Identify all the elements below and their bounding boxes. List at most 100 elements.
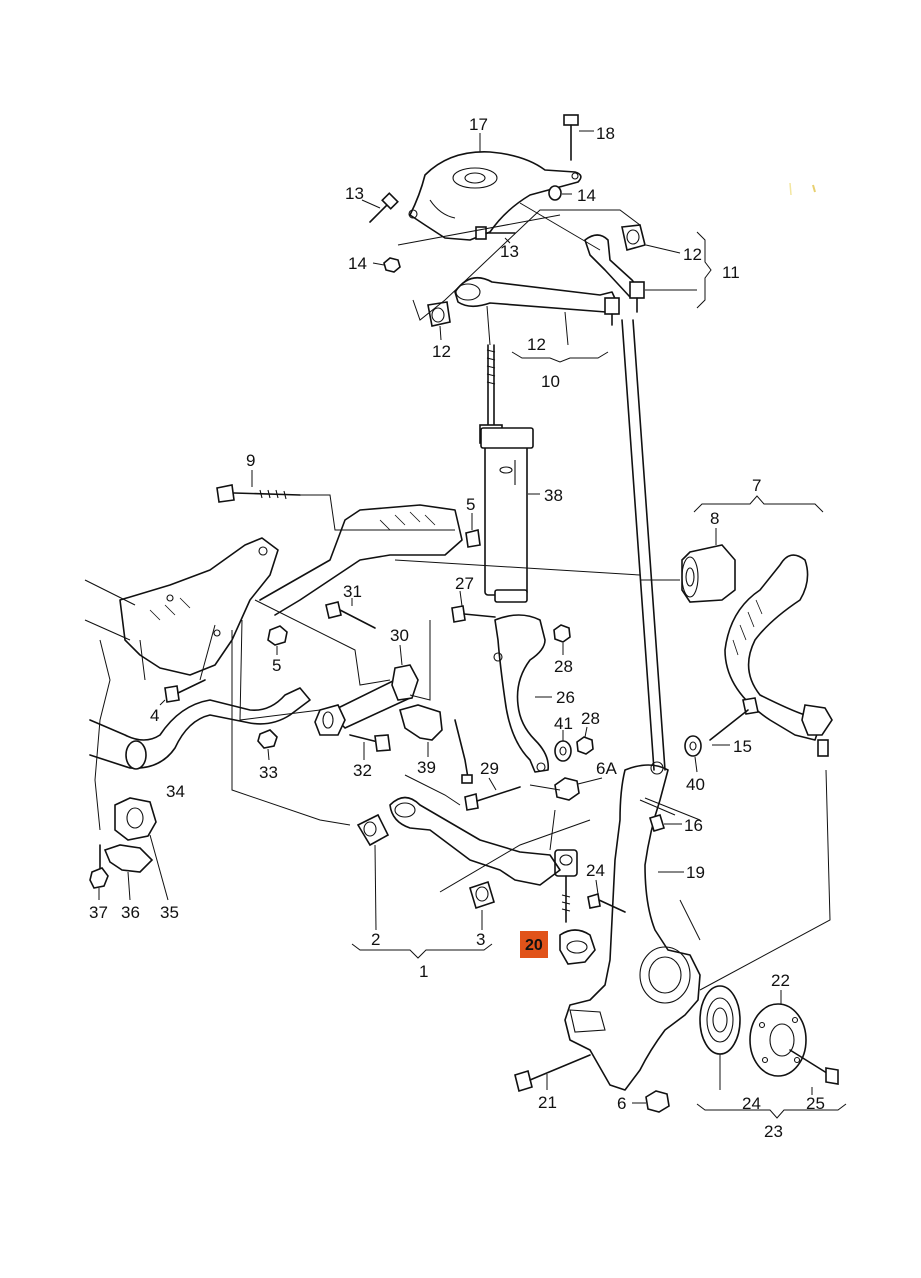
- strut-fork: [493, 614, 552, 773]
- label-13-bottom: 13: [500, 242, 519, 261]
- bolt-16-icon: [639, 799, 682, 832]
- label-26: 26: [556, 688, 575, 707]
- stabilizer-bar: [89, 687, 311, 770]
- label-11: 11: [722, 263, 740, 282]
- group-bracket-1: [351, 943, 493, 959]
- bolt-29-icon: [464, 777, 521, 811]
- label-24-bottom: 24: [742, 1094, 761, 1113]
- bolt-31-icon: [325, 598, 376, 629]
- bolt-24-top-icon: [587, 879, 626, 913]
- sensor-bracket-39: [399, 704, 473, 784]
- label-20: 20: [525, 937, 543, 954]
- nut-14-right-icon: [548, 185, 572, 201]
- upper-control-arm-rear: [584, 224, 646, 313]
- bolt-5-left-icon: [267, 625, 288, 655]
- nut-6a-icon: [554, 777, 603, 801]
- label-29: 29: [480, 759, 499, 778]
- lower-wishbone: [356, 796, 561, 931]
- bolt-9-icon: [216, 470, 301, 503]
- bolt-5-top-icon: [465, 513, 481, 548]
- label-19: 19: [686, 863, 705, 882]
- label-41: 41: [554, 714, 573, 733]
- label-36: 36: [121, 903, 140, 922]
- label-31: 31: [343, 582, 362, 601]
- clamp-36: [103, 844, 154, 901]
- rubber-bush-35: [114, 797, 169, 901]
- label-1: 1: [419, 962, 428, 981]
- group-bracket-23: [696, 1103, 847, 1119]
- label-32: 32: [353, 761, 372, 780]
- label-24-top: 24: [586, 861, 605, 880]
- label-14-right: 14: [577, 186, 596, 205]
- leaders-upper: [397, 133, 697, 346]
- nut-33-icon: [257, 729, 278, 761]
- washer-41-icon: [554, 730, 572, 762]
- nut-14-left-icon: [372, 257, 401, 273]
- label-12-right: 12: [683, 245, 702, 264]
- label-12-left: 12: [432, 342, 451, 361]
- label-28-top: 28: [554, 657, 573, 676]
- group-bracket-7: [693, 495, 824, 513]
- label-13-left: 13: [345, 184, 364, 203]
- label-23: 23: [764, 1122, 783, 1141]
- bolt-18-icon: [563, 114, 594, 161]
- bolt-21-icon: [514, 1054, 591, 1093]
- guide-joint: [554, 849, 596, 965]
- shock-absorber: [479, 344, 540, 603]
- label-30: 30: [390, 626, 409, 645]
- subframe: [84, 504, 463, 676]
- track-control-arm-30: [314, 644, 419, 736]
- label-25: 25: [806, 1094, 825, 1113]
- label-33: 33: [259, 763, 278, 782]
- label-17: 17: [469, 115, 488, 134]
- label-8: 8: [710, 509, 719, 528]
- label-34: 34: [166, 782, 185, 801]
- highlight-box-20: [520, 931, 548, 958]
- bolt-27-icon: [451, 590, 496, 623]
- label-12-center: 12: [527, 335, 546, 354]
- bolt-13-left-icon: [361, 192, 399, 223]
- nut-28-top-icon: [553, 624, 571, 655]
- label-27: 27: [455, 574, 474, 593]
- label-2: 2: [371, 930, 380, 949]
- bolt-15-icon: [709, 697, 759, 746]
- bolt-32-icon: [349, 734, 391, 760]
- upper-control-arm-front: [427, 276, 620, 327]
- nut-6-bottom-icon: [632, 1090, 670, 1113]
- strut-top-mount: [408, 151, 582, 241]
- part-number-labels: 17 18 13 14 13 14 12 11 12 12 10 9 38 5 …: [89, 115, 825, 1141]
- label-4: 4: [150, 706, 159, 725]
- bolt-37-icon: [89, 844, 109, 900]
- label-35: 35: [160, 903, 179, 922]
- label-15: 15: [733, 737, 752, 756]
- label-5-left: 5: [272, 656, 281, 675]
- stray-marks: [789, 182, 816, 196]
- wheel-hub: [749, 990, 807, 1077]
- bolt-25-icon: [789, 1049, 839, 1095]
- rubber-bush-8: [681, 528, 736, 603]
- label-38: 38: [544, 486, 563, 505]
- label-37: 37: [89, 903, 108, 922]
- washer-40-icon: [684, 735, 702, 773]
- label-16: 16: [684, 816, 703, 835]
- nut-28-bottom-icon: [576, 726, 594, 755]
- bolt-4-icon: [159, 679, 206, 706]
- wheel-bearing-housing: [564, 761, 701, 1091]
- label-9: 9: [246, 451, 255, 470]
- reference-lines: [94, 494, 831, 991]
- wheel-bearing: [699, 985, 741, 1090]
- label-6a: 6A: [596, 759, 617, 778]
- label-28-bottom: 28: [581, 709, 600, 728]
- stabilizer-link-rod: [621, 319, 666, 771]
- label-18: 18: [596, 124, 615, 143]
- label-3: 3: [476, 930, 485, 949]
- wishbone-7: [724, 554, 833, 757]
- label-10: 10: [541, 372, 560, 391]
- label-7: 7: [752, 476, 761, 495]
- label-39: 39: [417, 758, 436, 777]
- label-21: 21: [538, 1093, 557, 1112]
- label-40: 40: [686, 775, 705, 794]
- label-6-bottom: 6: [617, 1094, 626, 1113]
- label-14-left: 14: [348, 254, 367, 273]
